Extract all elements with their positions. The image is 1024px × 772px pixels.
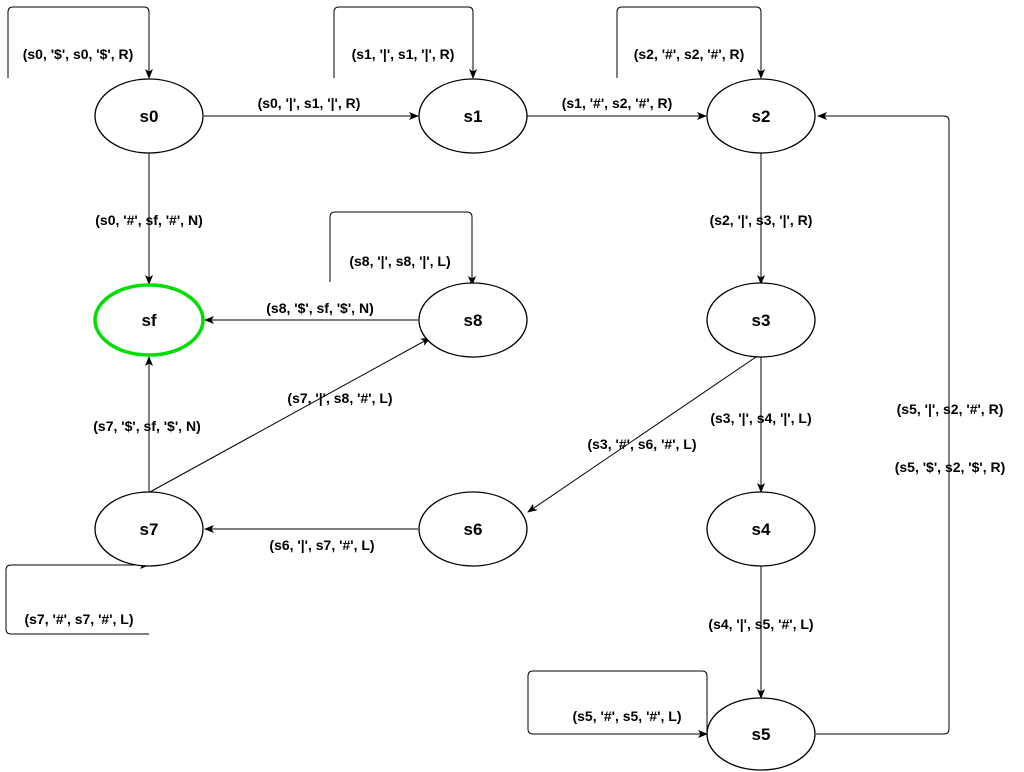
state-s2-label: s2 xyxy=(752,107,771,126)
label-s7-s8: (s7, '|', s8, '#', L) xyxy=(287,390,392,406)
edge-s3-s6 xyxy=(527,356,757,513)
state-s1-ellipse xyxy=(418,78,528,154)
label-s5-s2-b: (s5, '$', s2, '$', R) xyxy=(895,459,1006,475)
state-s4[interactable]: s4 xyxy=(706,491,816,567)
state-s7[interactable]: s7 xyxy=(94,491,204,567)
transition-labels: (s0, '$', s0, '$', R) (s1, '|', s1, '|',… xyxy=(23,46,1006,724)
label-s2-s3: (s2, '|', s3, '|', R) xyxy=(710,212,813,228)
state-s5-ellipse xyxy=(706,697,816,771)
state-s1-label: s1 xyxy=(464,107,483,126)
edge-s5-s2 xyxy=(816,112,950,735)
state-s1[interactable]: s1 xyxy=(418,78,528,154)
label-s2-self: (s2, '#', s2, '#', R) xyxy=(634,46,745,62)
state-s8-ellipse xyxy=(418,282,528,358)
self-loop-s5 xyxy=(527,670,708,738)
label-s1-s2: (s1, '#', s2, '#', R) xyxy=(562,95,673,111)
state-s7-label: s7 xyxy=(140,520,159,539)
label-s0-self: (s0, '$', s0, '$', R) xyxy=(23,46,134,62)
state-s0[interactable]: s0 xyxy=(94,78,204,154)
state-s5-label: s5 xyxy=(752,725,771,744)
label-s0-sf: (s0, '#', sf, '#', N) xyxy=(95,212,202,228)
states: s0 s1 s2 s3 s4 s5 s6 s7 xyxy=(93,78,816,771)
state-s3-ellipse xyxy=(706,282,816,358)
state-s8-label: s8 xyxy=(464,311,483,330)
label-s7-sf: (s7, '$', sf, '$', N) xyxy=(93,418,200,434)
state-s4-ellipse xyxy=(706,491,816,567)
label-s7-self: (s7, '#', s7, '#', L) xyxy=(24,611,133,627)
state-sf-ellipse xyxy=(93,283,205,357)
self-loop-s8 xyxy=(329,211,476,286)
label-s3-s6: (s3, '#', s6, '#', L) xyxy=(587,436,696,452)
self-loop-s0 xyxy=(7,6,153,79)
state-s0-label: s0 xyxy=(140,107,159,126)
self-loop-s7 xyxy=(5,561,150,635)
label-s4-s5: (s4, '|', s5, '#', L) xyxy=(708,616,813,632)
label-s5-s2-a: (s5, '|', s2, '#', R) xyxy=(897,401,1004,417)
edge-s7-s8 xyxy=(149,337,431,493)
label-s8-self: (s8, '|', s8, '|', L) xyxy=(349,253,450,269)
label-s0-s1: (s0, '|', s1, '|', R) xyxy=(258,95,361,111)
state-sf[interactable]: sf xyxy=(93,283,205,357)
state-sf-label: sf xyxy=(141,311,156,330)
state-s6-label: s6 xyxy=(464,520,483,539)
state-s2[interactable]: s2 xyxy=(706,78,816,154)
label-s5-self: (s5, '#', s5, '#', L) xyxy=(572,708,681,724)
self-loop-s1 xyxy=(333,6,477,79)
label-s1-self: (s1, '|', s1, '|', R) xyxy=(352,46,455,62)
label-s3-s4: (s3, '|', s4, '|', L) xyxy=(710,410,811,426)
self-loop-s2 xyxy=(616,6,765,79)
label-s8-sf: (s8, '$', sf, '$', N) xyxy=(266,300,373,316)
state-s3-label: s3 xyxy=(752,311,771,330)
state-s5[interactable]: s5 xyxy=(706,697,816,771)
state-s0-ellipse xyxy=(94,78,204,154)
state-s6-ellipse xyxy=(418,491,528,567)
label-s6-s7: (s6, '|', s7, '#', L) xyxy=(269,537,374,553)
state-s8[interactable]: s8 xyxy=(418,282,528,358)
state-s7-ellipse xyxy=(94,491,204,567)
state-s4-label: s4 xyxy=(752,520,771,539)
transitions xyxy=(5,6,950,738)
state-s6[interactable]: s6 xyxy=(418,491,528,567)
state-s2-ellipse xyxy=(706,78,816,154)
state-s3[interactable]: s3 xyxy=(706,282,816,358)
